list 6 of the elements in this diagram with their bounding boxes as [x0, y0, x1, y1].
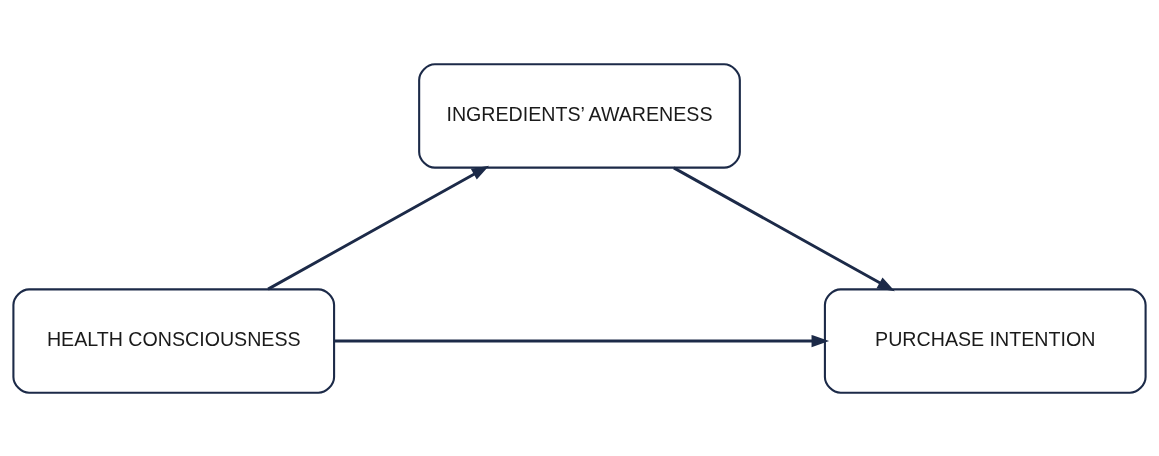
arrow	[673, 166, 895, 291]
node-box: HEALTH CONSCIOUSNESS	[12, 287, 336, 394]
node-box: INGREDIENTS’ AWARENESS	[418, 62, 741, 169]
node-box: PURCHASE INTENTION	[823, 287, 1147, 394]
arrow	[267, 165, 490, 290]
arrow	[334, 334, 830, 347]
